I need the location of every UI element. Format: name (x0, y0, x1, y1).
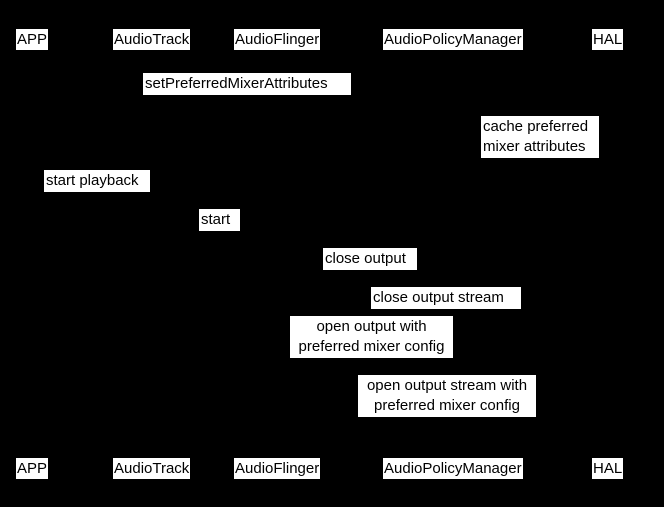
participant-header-audiopolicymanager: AudioPolicyManager (383, 29, 523, 50)
participant-footer-audiopolicymanager: AudioPolicyManager (383, 458, 523, 479)
participant-footer-audiotrack: AudioTrack (113, 458, 191, 479)
message-label-m1: setPreferredMixerAttributes (143, 73, 351, 95)
message-label-m2: cache preferred mixer attributes (481, 116, 599, 158)
message-label-m8: open output stream with preferred mixer … (358, 375, 536, 417)
participant-header-hal: HAL (592, 29, 624, 50)
participant-footer-app: APP (16, 458, 49, 479)
lifeline-audioflinger (280, 51, 281, 458)
message-label-m4: start (199, 209, 240, 231)
participant-header-audiotrack: AudioTrack (113, 29, 191, 50)
participant-header-audioflinger: AudioFlinger (234, 29, 321, 50)
lifeline-audiotrack (155, 51, 156, 458)
message-label-m5: close output (323, 248, 417, 270)
participant-header-app: APP (16, 29, 49, 50)
lifeline-app (34, 51, 35, 458)
lifeline-audiopolicymanager (457, 51, 458, 458)
message-label-m7: open output with preferred mixer config (290, 316, 453, 358)
participant-footer-audioflinger: AudioFlinger (234, 458, 321, 479)
participant-footer-hal: HAL (592, 458, 624, 479)
lifeline-hal (609, 51, 610, 458)
message-label-m6: close output stream (371, 287, 521, 309)
message-label-m3: start playback (44, 170, 150, 192)
